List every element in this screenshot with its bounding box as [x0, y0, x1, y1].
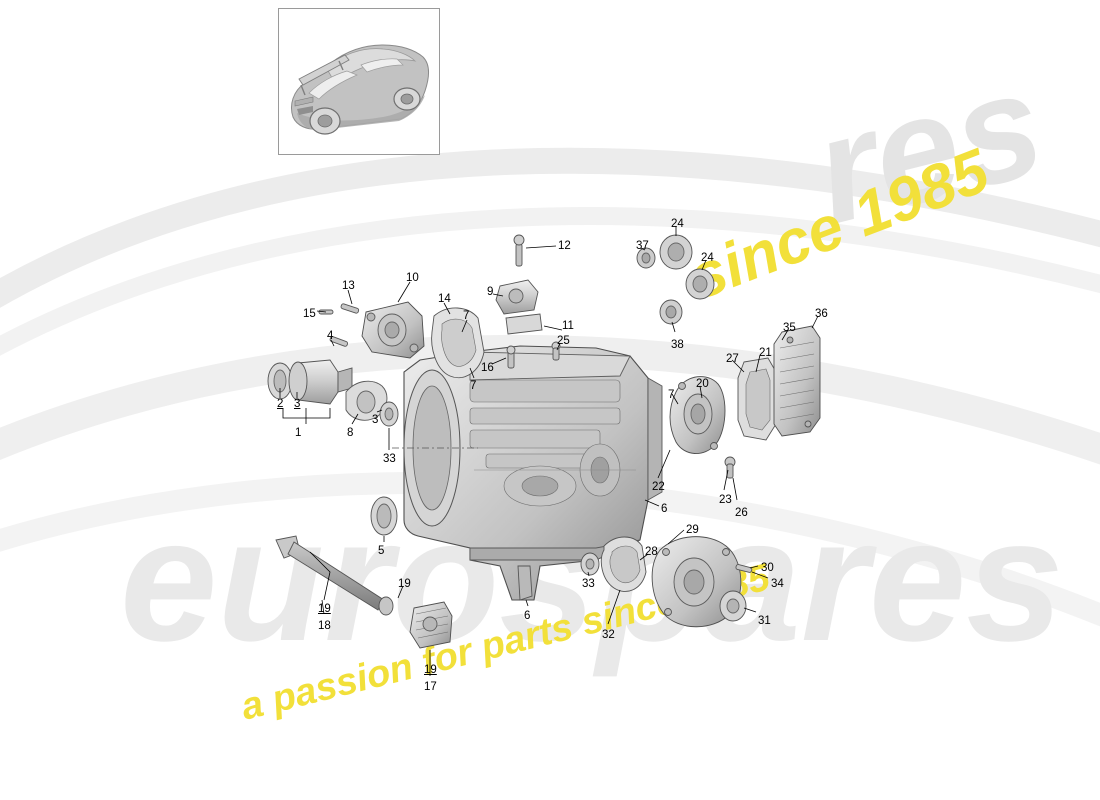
vehicle-thumbnail-box — [278, 8, 440, 155]
callout-number-19c: 19 — [424, 664, 437, 676]
callout-number-35: 35 — [783, 322, 796, 334]
callout-number-23: 23 — [719, 494, 732, 506]
callout-number-25: 25 — [557, 335, 570, 347]
callout-number-33a: 33 — [383, 453, 396, 465]
callout-number-24a: 24 — [671, 218, 684, 230]
callout-number-34: 34 — [771, 578, 784, 590]
part-seal-5 — [370, 496, 398, 536]
callout-number-32: 32 — [602, 629, 615, 641]
callout-number-24b: 24 — [701, 252, 714, 264]
part-ring-33a — [379, 401, 399, 427]
part-rear-cover-31 — [580, 536, 753, 628]
callout-number-7c: 7 — [668, 389, 675, 401]
callout-number-22: 22 — [652, 481, 665, 493]
callout-number-27: 27 — [726, 353, 739, 365]
part-oil-pump-10 — [318, 301, 425, 359]
callout-number-12: 12 — [558, 240, 571, 252]
callout-number-3b: 3 — [372, 414, 379, 426]
callout-number-16: 16 — [481, 362, 494, 374]
vehicle-illustration — [291, 44, 429, 135]
callout-number-6b: 6 — [524, 610, 531, 622]
callout-number-3a: 3 — [294, 398, 301, 410]
callout-number-5: 5 — [378, 545, 385, 557]
callout-number-26: 26 — [735, 507, 748, 519]
callout-number-37: 37 — [636, 240, 649, 252]
callout-number-13: 13 — [342, 280, 355, 292]
callout-number-8: 8 — [347, 427, 354, 439]
callout-number-28: 28 — [645, 546, 658, 558]
callout-number-11: 11 — [562, 320, 574, 332]
callout-number-2: 2 — [277, 398, 284, 410]
callout-number-7b: 7 — [470, 380, 477, 392]
callout-number-21: 21 — [759, 347, 772, 359]
callout-number-10: 10 — [406, 272, 419, 284]
callout-number-9: 9 — [487, 286, 494, 298]
callout-number-15: 15 — [303, 308, 316, 320]
callout-number-1: 1 — [295, 427, 302, 439]
callout-number-20: 20 — [696, 378, 709, 390]
callout-number-17: 17 — [424, 681, 437, 693]
callout-number-7a: 7 — [463, 310, 470, 322]
callout-number-19b: 19 — [318, 603, 331, 615]
part-shaft-18 — [275, 535, 453, 649]
part-oil-cooler-36 — [773, 325, 821, 437]
callout-number-14: 14 — [438, 293, 451, 305]
callout-number-38: 38 — [671, 339, 684, 351]
callout-number-36: 36 — [815, 308, 828, 320]
callout-number-30: 30 — [761, 562, 774, 574]
part-right-cover-20 — [669, 357, 777, 479]
callout-number-19a: 19 — [398, 578, 411, 590]
callout-number-33b: 33 — [582, 578, 595, 590]
callout-number-4: 4 — [327, 330, 334, 342]
callout-number-18: 18 — [318, 620, 331, 632]
part-gasket-14 — [431, 307, 485, 379]
callout-number-29: 29 — [686, 524, 699, 536]
callout-number-31: 31 — [758, 615, 771, 627]
callout-number-6a: 6 — [661, 503, 668, 515]
